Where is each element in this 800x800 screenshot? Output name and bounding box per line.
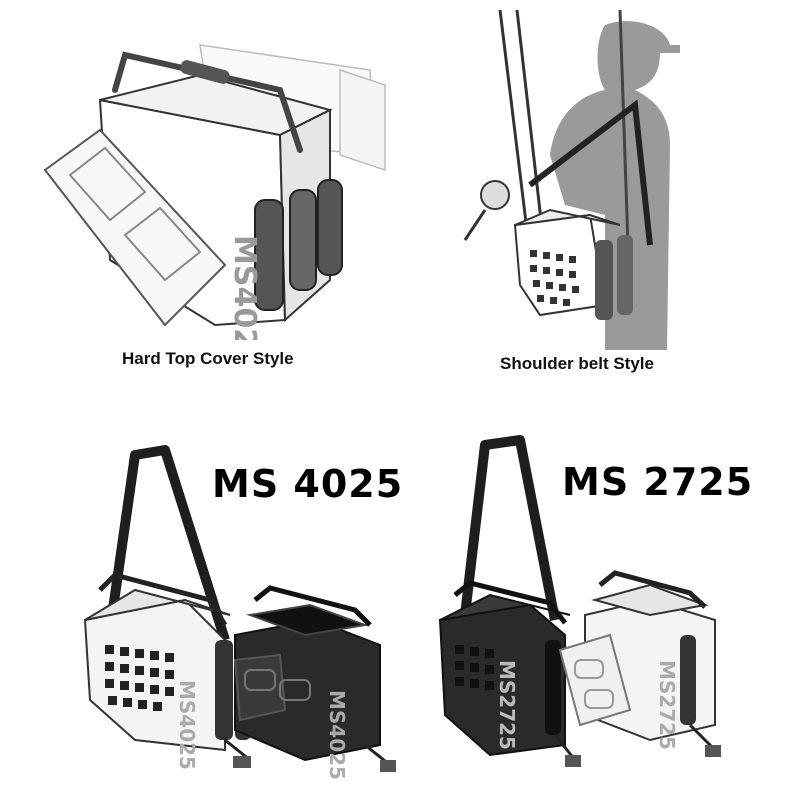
ms4025-product-photo: MS4025 MS4025 [75, 440, 405, 780]
model-label-ms4025: MS 4025 [212, 462, 404, 506]
svg-text:MS2725: MS2725 [495, 660, 519, 750]
svg-text:MS4025: MS4025 [325, 690, 349, 780]
ms2725-boxes-drawing: MS2725 MS2725 [438, 435, 721, 767]
svg-text:MS4025: MS4025 [227, 235, 262, 340]
person-silhouette [550, 21, 680, 350]
caption-shoulder-belt-style: Shoulder belt Style [500, 354, 654, 373]
caption-hard-top-cover-style: Hard Top Cover Style [122, 349, 294, 368]
model-label-ms2725: MS 2725 [562, 460, 754, 504]
hard-top-cover-drawing: MS4025 [43, 44, 386, 340]
svg-text:MS2725: MS2725 [655, 660, 679, 750]
hard-top-illustration: MS4025 [40, 30, 390, 340]
ms2725-product-photo: MS2725 MS2725 [435, 435, 735, 780]
shoulder-belt-illustration [455, 5, 690, 350]
ms4025-boxes-drawing: MS4025 MS4025 [83, 445, 396, 780]
svg-text:MS4025: MS4025 [175, 680, 199, 770]
shoulder-belt-drawing [463, 9, 680, 350]
